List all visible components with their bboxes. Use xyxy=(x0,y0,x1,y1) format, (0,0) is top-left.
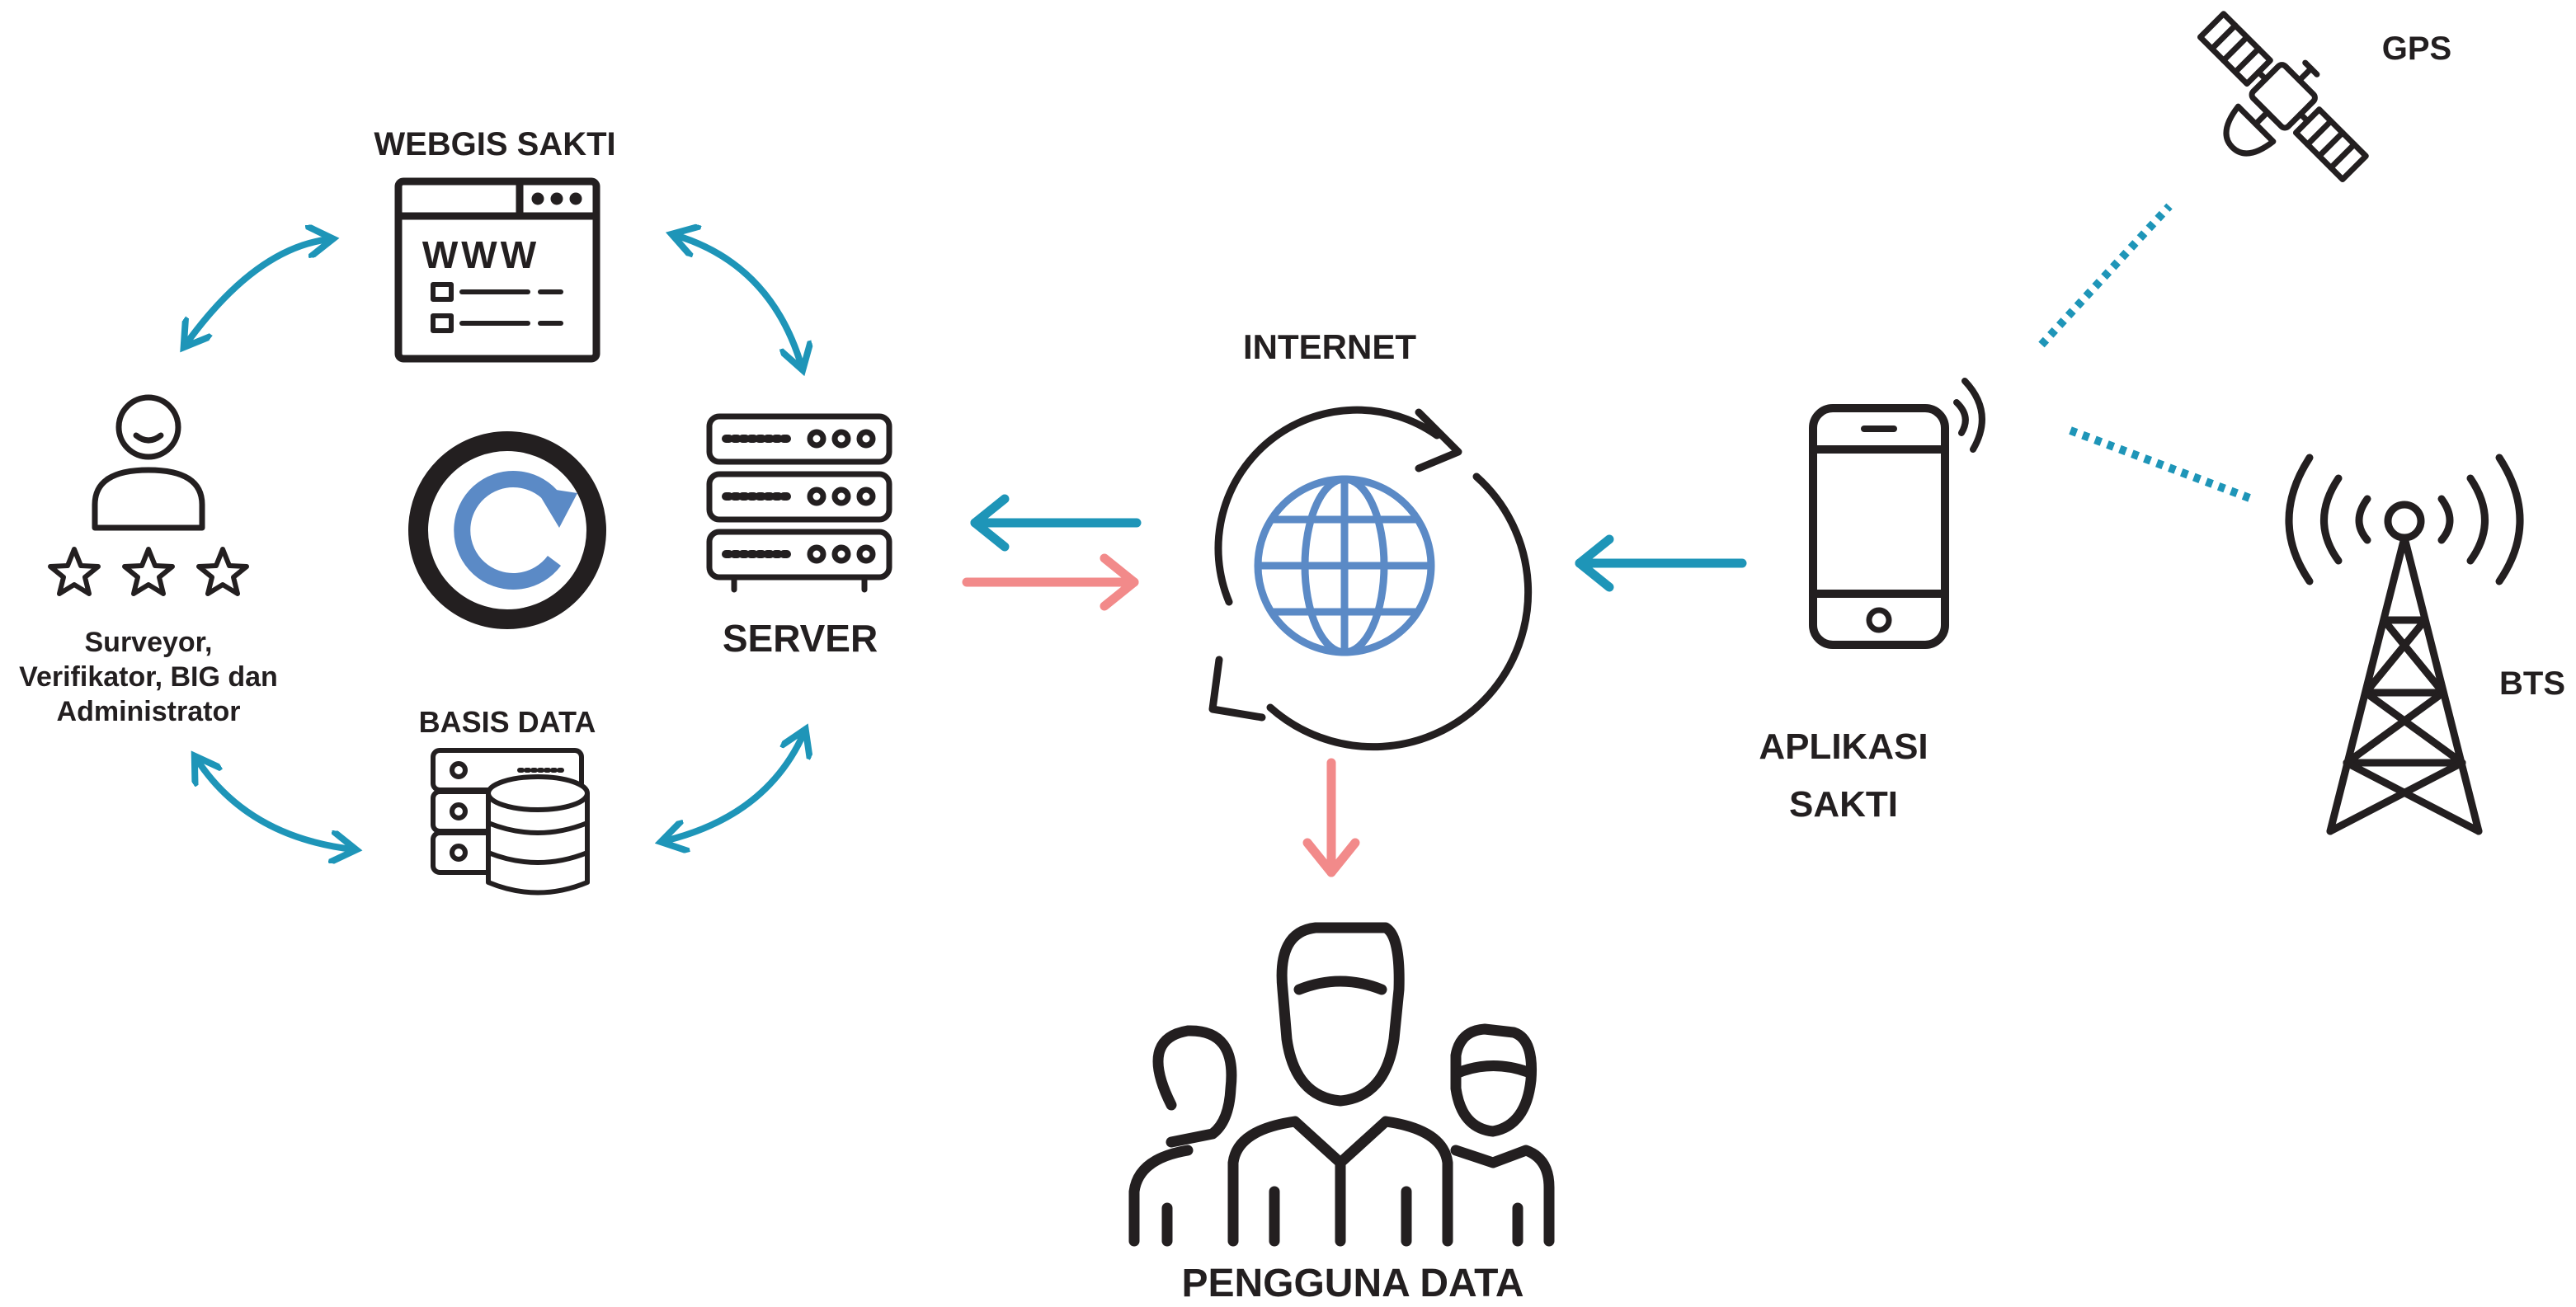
server-rack-icon xyxy=(706,413,892,593)
user-rating-icon xyxy=(48,394,249,596)
cycle-arrows xyxy=(186,235,804,849)
www-text: WWW xyxy=(422,233,539,276)
signal-to-bts xyxy=(2069,426,2253,503)
satellite-icon xyxy=(2197,11,2369,183)
basis-data-label: BASIS DATA xyxy=(419,705,596,739)
sync-icon xyxy=(408,431,606,629)
aplikasi-label-line2: SAKTI xyxy=(1789,784,1898,825)
smartphone-icon xyxy=(1809,378,1985,649)
signal-to-gps xyxy=(2038,203,2173,348)
arrow-phone-to-internet xyxy=(1575,534,1747,592)
internet-globe-icon xyxy=(1208,406,1533,751)
users-label-line3: Administrator xyxy=(57,696,241,727)
arrow-server-to-internet xyxy=(962,553,1139,611)
user-group-icon xyxy=(1128,922,1555,1247)
arrow-users-webgis xyxy=(186,239,330,345)
arrow-users-database xyxy=(196,759,353,849)
signal-links xyxy=(2038,203,2253,503)
browser-window-icon xyxy=(394,177,600,363)
arrow-webgis-server xyxy=(675,235,802,367)
bts-label: BTS xyxy=(2499,665,2565,702)
internet-label: INTERNET xyxy=(1243,327,1416,366)
users-label-line2: Verifikator, BIG dan xyxy=(19,661,278,693)
arrow-server-database xyxy=(664,732,804,841)
server-label: SERVER xyxy=(723,617,878,660)
pengguna-data-label: PENGGUNA DATA xyxy=(1181,1262,1523,1305)
cell-tower-icon xyxy=(2285,454,2524,835)
database-icon xyxy=(431,748,590,896)
arrow-internet-to-server xyxy=(970,494,1142,552)
gps-label: GPS xyxy=(2382,31,2451,67)
webgis-label: WEBGIS SAKTI xyxy=(374,126,615,162)
arrow-internet-to-users xyxy=(1302,758,1360,877)
users-label-line1: Surveyor, xyxy=(85,627,213,658)
aplikasi-label-line1: APLIKASI xyxy=(1759,726,1928,767)
